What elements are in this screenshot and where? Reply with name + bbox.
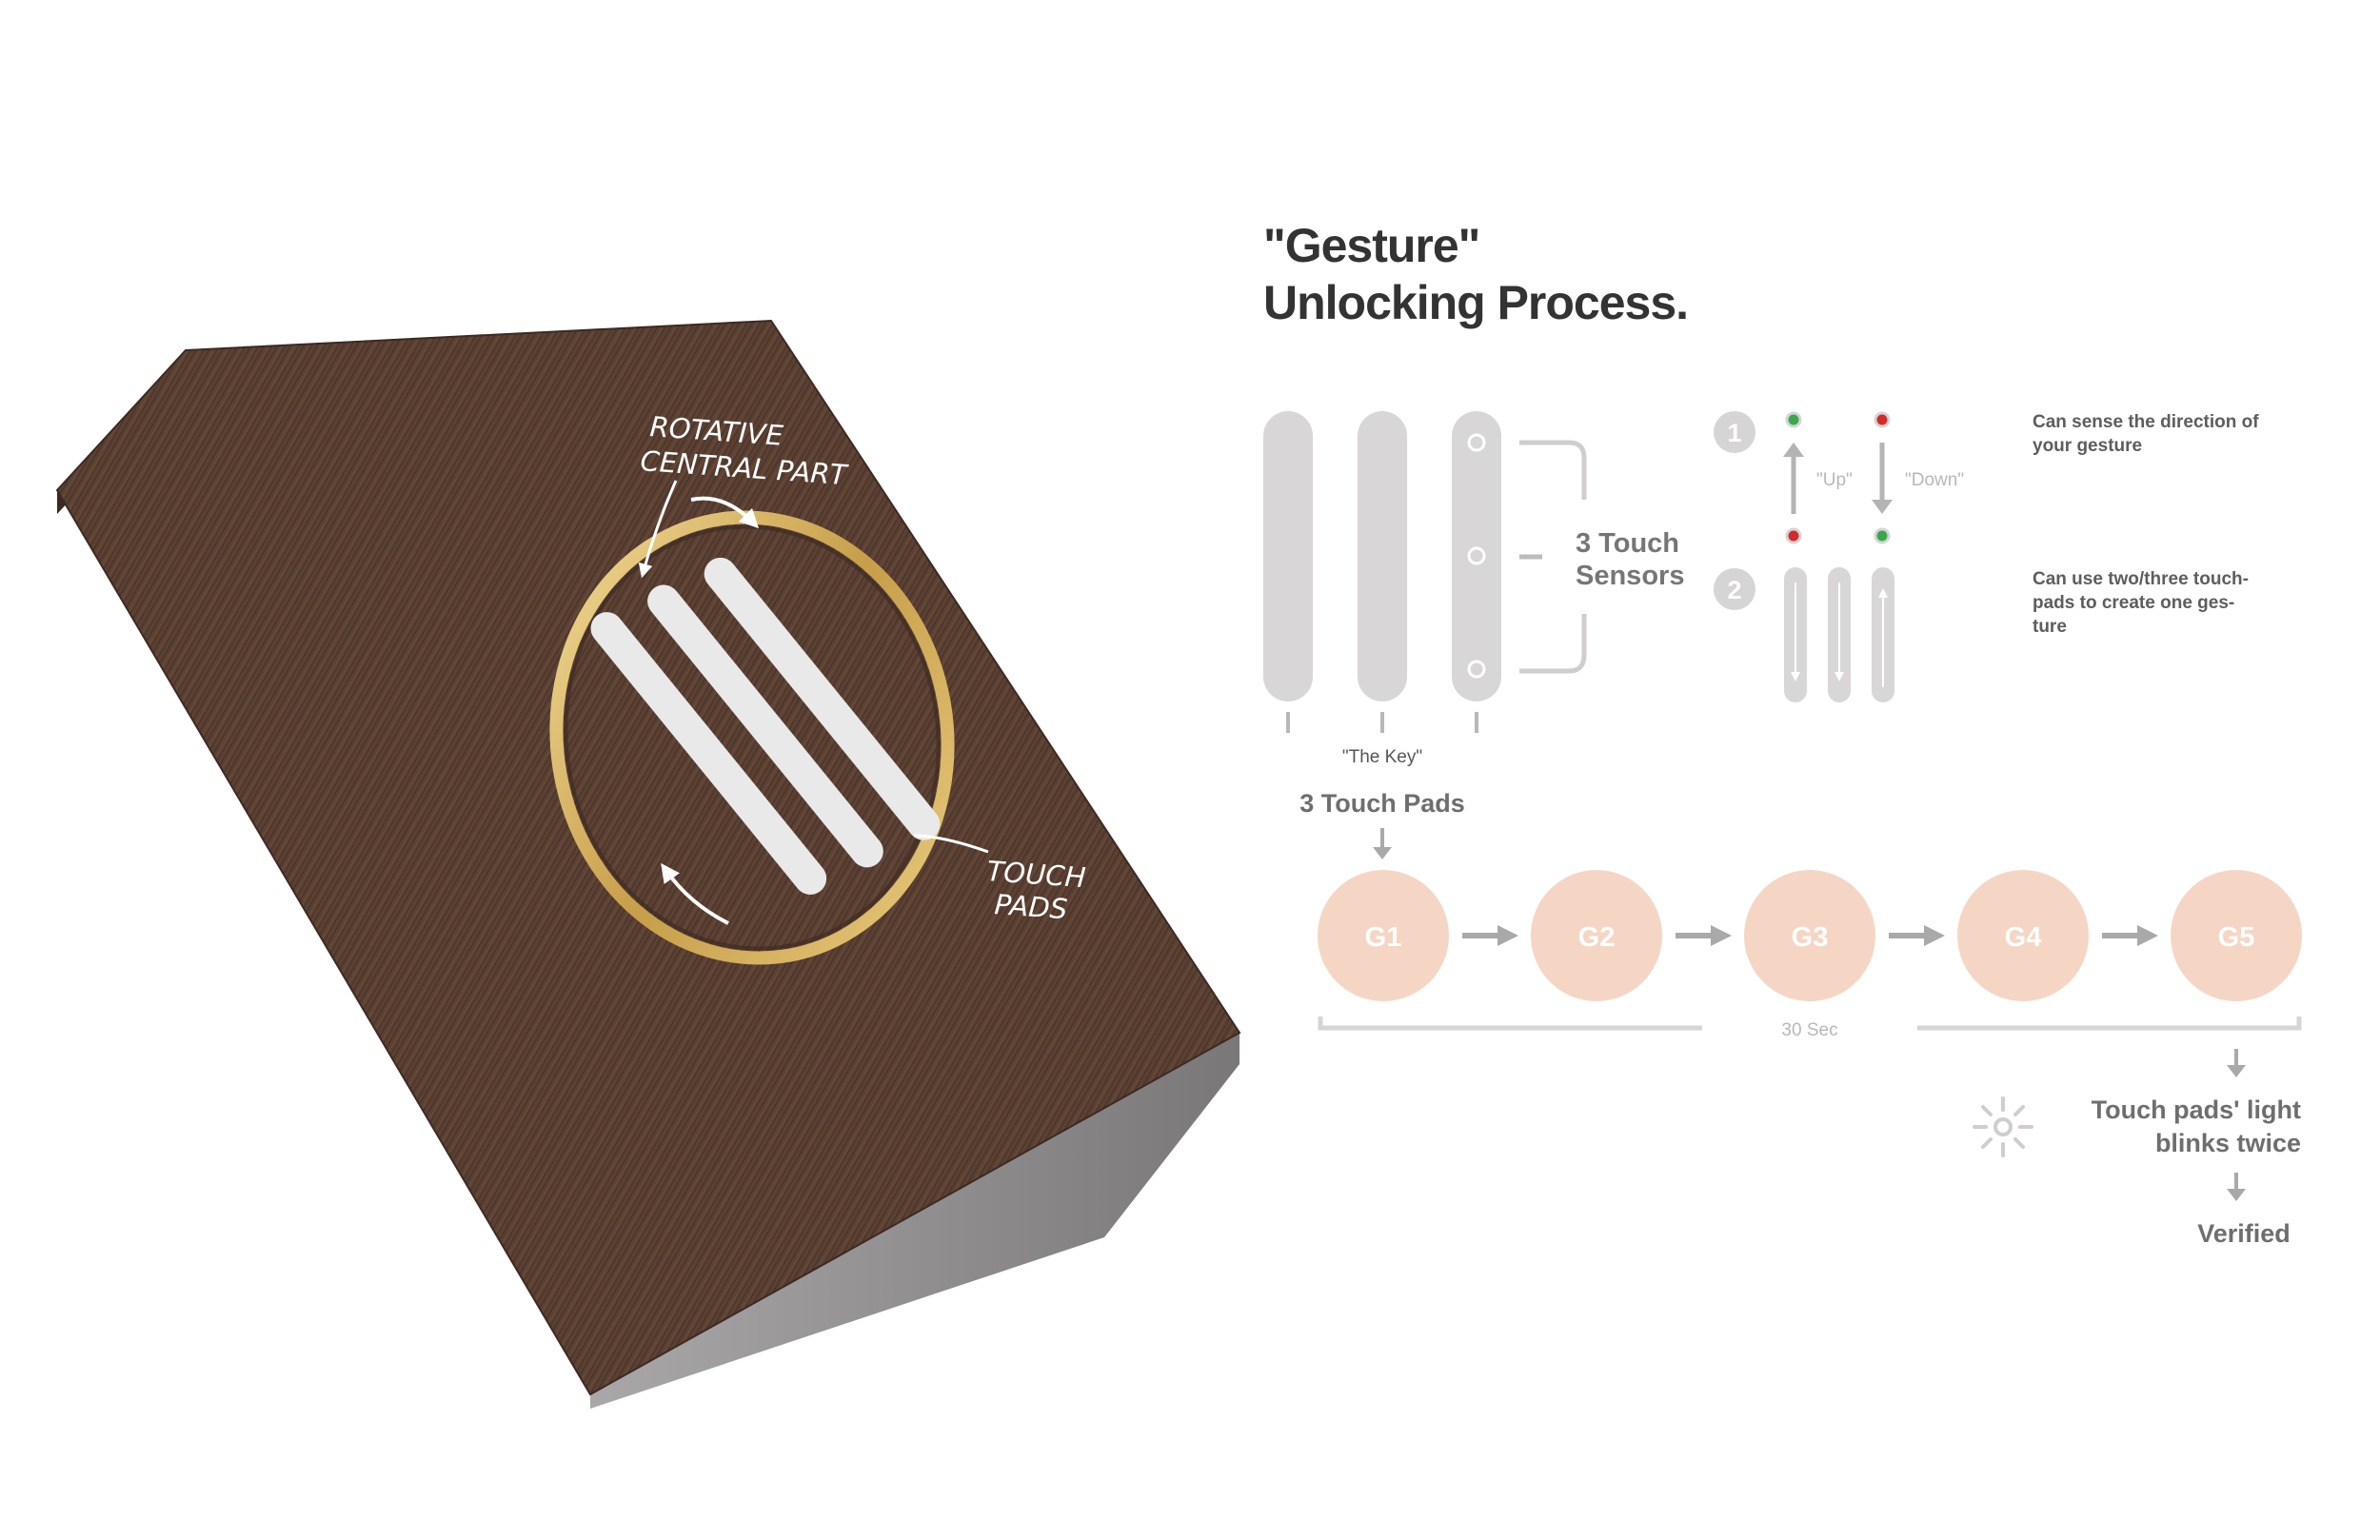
gesture-node-label: G5: [2218, 922, 2255, 953]
rotate-cw-arrow-icon: [690, 496, 760, 529]
device-pad-3[interactable]: [704, 551, 941, 848]
step-2-text-line1: Can use two/three touch-: [2033, 569, 2249, 589]
up-start-dot: [1785, 527, 1802, 544]
touch-pad-2: [1358, 411, 1407, 701]
device-top-face: [55, 319, 1241, 1396]
outcome-down-arrow-head-2: [2227, 1189, 2246, 1201]
annotation-rotative: ROTATIVE CENTRAL PART: [638, 410, 850, 925]
pads-down-arrow-head: [1373, 847, 1392, 859]
time-bracket-right: [1917, 1017, 2302, 1031]
sensor-dot-2: [1467, 546, 1486, 565]
gesture-sequence: G1 G2 G3 G4 G5 30 Sec: [1318, 870, 2302, 1040]
gesture-node-label: G1: [1365, 922, 1402, 953]
page-title-line1: "Gesture": [1263, 219, 1479, 272]
mini-pad-2-arrowhead: [1835, 672, 1844, 681]
gesture-node-label: G2: [1578, 922, 1616, 953]
gesture-steps: 1 2 "Up" "Down" Can sense the direction …: [1714, 411, 2259, 702]
step-2-badge: [1714, 568, 1755, 610]
sequence-arrow-head-1: [1497, 925, 1518, 946]
gesture-node-g2: [1531, 870, 1662, 1001]
sequence-arrow-head-3: [1924, 925, 1945, 946]
time-limit-label: 30 Sec: [1781, 1020, 1837, 1040]
step-2-number: 2: [1727, 576, 1741, 604]
sensor-dot-3: [1467, 660, 1486, 679]
verified-label: Verified: [2197, 1219, 2291, 1248]
down-end-dot: [1874, 527, 1891, 544]
touch-pad-3: [1452, 411, 1501, 701]
sensor-dot-1: [1467, 433, 1486, 452]
rotate-ccw-arrow-icon: [661, 862, 729, 925]
annotation-touch-line2: PADS: [994, 888, 1069, 925]
light-blink-text-line1: Touch pads' light: [2092, 1096, 2301, 1124]
brass-ring: [549, 510, 955, 965]
gesture-node-label: G3: [1792, 922, 1829, 953]
up-arrow-head: [1783, 443, 1804, 457]
sequence-arrow-head-4: [2137, 925, 2158, 946]
sensors-label-line1: 3 Touch: [1576, 528, 1679, 559]
sequence-arrow-head-2: [1711, 925, 1732, 946]
mini-pad-3-arrowhead: [1878, 588, 1888, 598]
device-bottom-face: [590, 1033, 1240, 1409]
step-2-text-line2: pads to create one ges-: [2033, 593, 2234, 613]
touch-pad-1: [1263, 411, 1313, 701]
gesture-node-g3: [1744, 870, 1875, 1001]
gesture-node-g1: [1318, 870, 1449, 1001]
light-blink-text-line2: blinks twice: [2155, 1129, 2301, 1157]
down-start-dot: [1874, 411, 1891, 428]
rotative-central-part[interactable]: [528, 492, 977, 984]
mini-pad-1-arrowhead: [1791, 672, 1800, 681]
device-touch-pads: [590, 551, 941, 902]
step-2-text-line3: ture: [2033, 617, 2067, 637]
up-end-dot: [1785, 411, 1802, 428]
light-blink-icon: [1973, 1096, 2033, 1157]
sequence-arrows: [1462, 925, 2158, 946]
inner-ring-shadow: [564, 524, 941, 951]
step-1-number: 1: [1727, 419, 1741, 447]
rotative-pointer-arrow: [638, 480, 678, 579]
device-pad-1[interactable]: [590, 605, 827, 902]
device-pad-2[interactable]: [647, 578, 883, 875]
page-title-line2: Unlocking Process.: [1263, 276, 1688, 329]
step-1-text-line2: your gesture: [2033, 436, 2142, 456]
outcome-down-arrow-head-1: [2227, 1065, 2246, 1077]
down-arrow-head: [1872, 500, 1893, 514]
time-bracket-left: [1318, 1017, 1702, 1031]
sensors-bracket: [1519, 440, 1587, 674]
step-1-badge: [1714, 411, 1755, 453]
touch-pads-pointer-arrow: [913, 834, 989, 854]
annotation-touch-line1: TOUCH: [986, 855, 1087, 894]
device-render: ROTATIVE CENTRAL PART TOUCH PADS: [55, 319, 1241, 1409]
sensors-label-line2: Sensors: [1576, 561, 1684, 591]
up-label: "Up": [1816, 470, 1853, 490]
gesture-node-label: G4: [2005, 922, 2042, 953]
gesture-node-g4: [1957, 870, 2089, 1001]
down-label: "Down": [1905, 470, 1964, 490]
outcome: Touch pads' light blinks twice Verified: [1973, 1049, 2301, 1248]
touch-pads-schematic: 3 Touch Sensors "The Key" 3 Touch Pads: [1263, 411, 1684, 859]
touch-pads-label: 3 Touch Pads: [1299, 789, 1465, 818]
step-1-text-line1: Can sense the direction of: [2033, 412, 2259, 432]
gesture-node-g5: [2171, 870, 2302, 1001]
the-key-label: "The Key": [1342, 747, 1422, 767]
annotation-touch-pads: TOUCH PADS: [913, 834, 1087, 925]
